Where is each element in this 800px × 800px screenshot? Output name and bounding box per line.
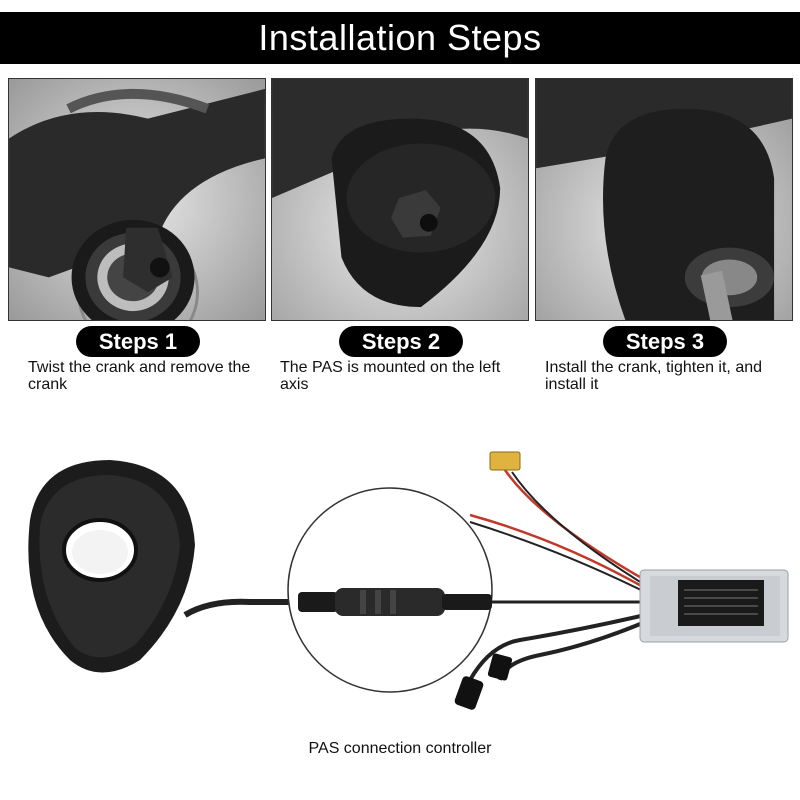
step-1-caption: Twist the crank and remove the crank: [28, 359, 251, 393]
step-2-photo: [271, 78, 529, 321]
step-3-photo: [535, 78, 793, 321]
page-title: Installation Steps: [258, 17, 542, 58]
step-3-badge: Steps 3: [603, 326, 727, 357]
controller-box: [639, 569, 789, 643]
step-1-label: Steps 1: [98, 328, 178, 354]
pas-sensor: [28, 460, 195, 673]
pas-mounted-photo: [272, 79, 528, 320]
pas-connection-illustration: [0, 430, 800, 740]
step-3-label: Steps 3: [625, 328, 705, 354]
title-banner: Installation Steps: [0, 12, 800, 64]
step-2-caption: The PAS is mounted on the left axis: [280, 359, 501, 393]
crank-installed-photo: [536, 79, 792, 320]
step-1-badge: Steps 1: [76, 326, 200, 357]
step-2-badge: Steps 2: [339, 326, 463, 357]
battery-plug: [489, 451, 521, 471]
pas-wiring-diagram: [28, 451, 789, 710]
step-3-caption: Install the crank, tighten it, and insta…: [545, 359, 763, 393]
bottom-bracket-photo: [9, 79, 265, 320]
step-1-photo: [8, 78, 266, 321]
cable-connector: [298, 588, 492, 616]
bottom-caption: PAS connection controller: [308, 740, 492, 757]
step-2-label: Steps 2: [361, 328, 441, 354]
